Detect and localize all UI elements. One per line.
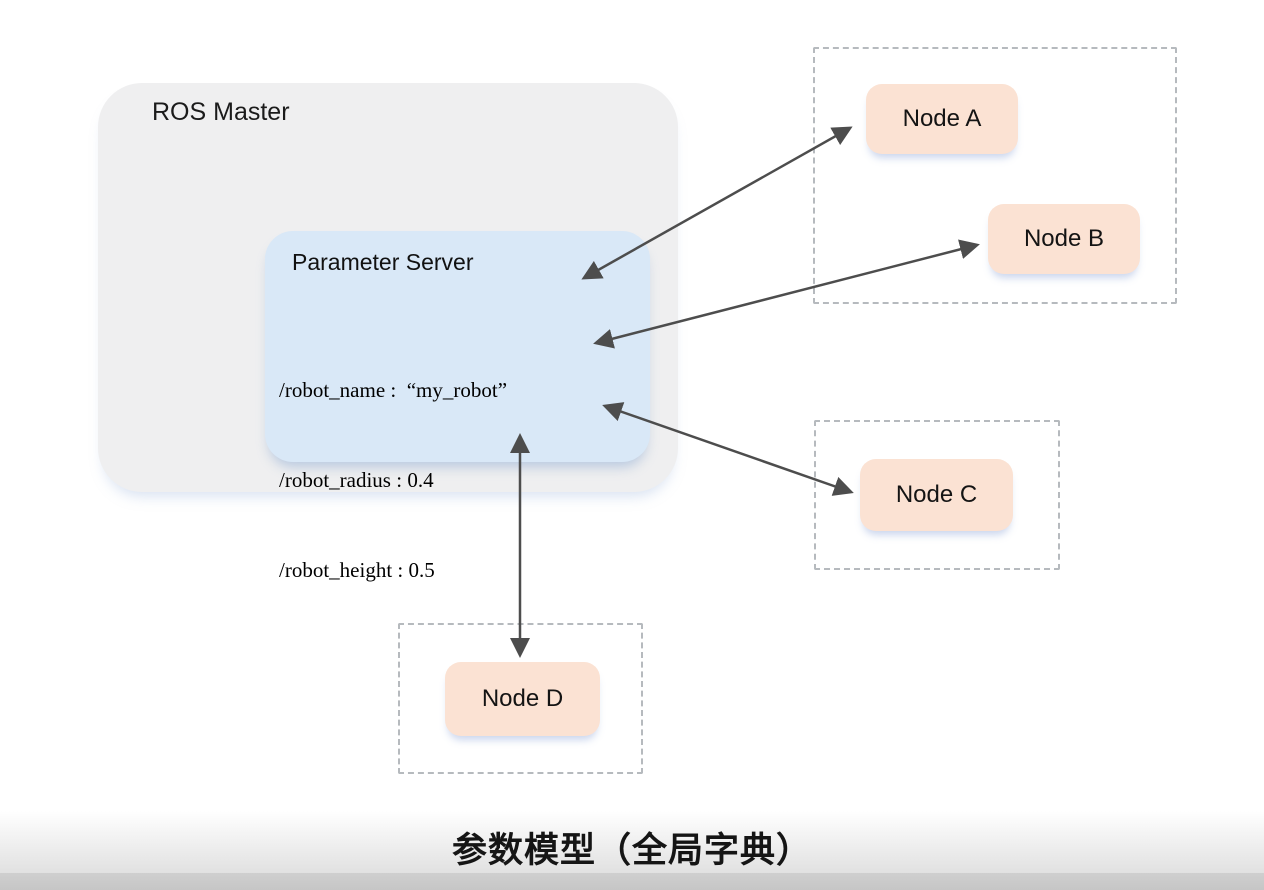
node-c-box: Node C [860, 459, 1013, 531]
parameter-entry-robot-radius: /robot_radius : 0.4 [279, 468, 434, 492]
parameter-entry-robot-height: /robot_height : 0.5 [279, 558, 435, 582]
node-b-label: Node B [1023, 225, 1105, 252]
node-b-box: Node B [988, 204, 1140, 274]
parameter-list: /robot_name : “my_robot” /robot_radius :… [279, 315, 507, 645]
node-d-box: Node D [445, 662, 600, 736]
node-c-label: Node C [895, 481, 978, 508]
node-a-label: Node A [902, 105, 982, 132]
bottom-gradient [0, 811, 1264, 873]
bottom-band [0, 873, 1264, 890]
parameter-entry-robot-name: /robot_name : “my_robot” [279, 378, 508, 402]
node-d-label: Node D [481, 685, 564, 712]
diagram-caption: 参数模型（全局字典） [451, 831, 812, 870]
parameter-server-title: Parameter Server [292, 249, 474, 275]
ros-master-label: ROS Master [152, 98, 290, 126]
node-a-box: Node A [866, 84, 1018, 154]
parameter-server-box: Parameter Server /robot_name : “my_robot… [265, 231, 650, 582]
